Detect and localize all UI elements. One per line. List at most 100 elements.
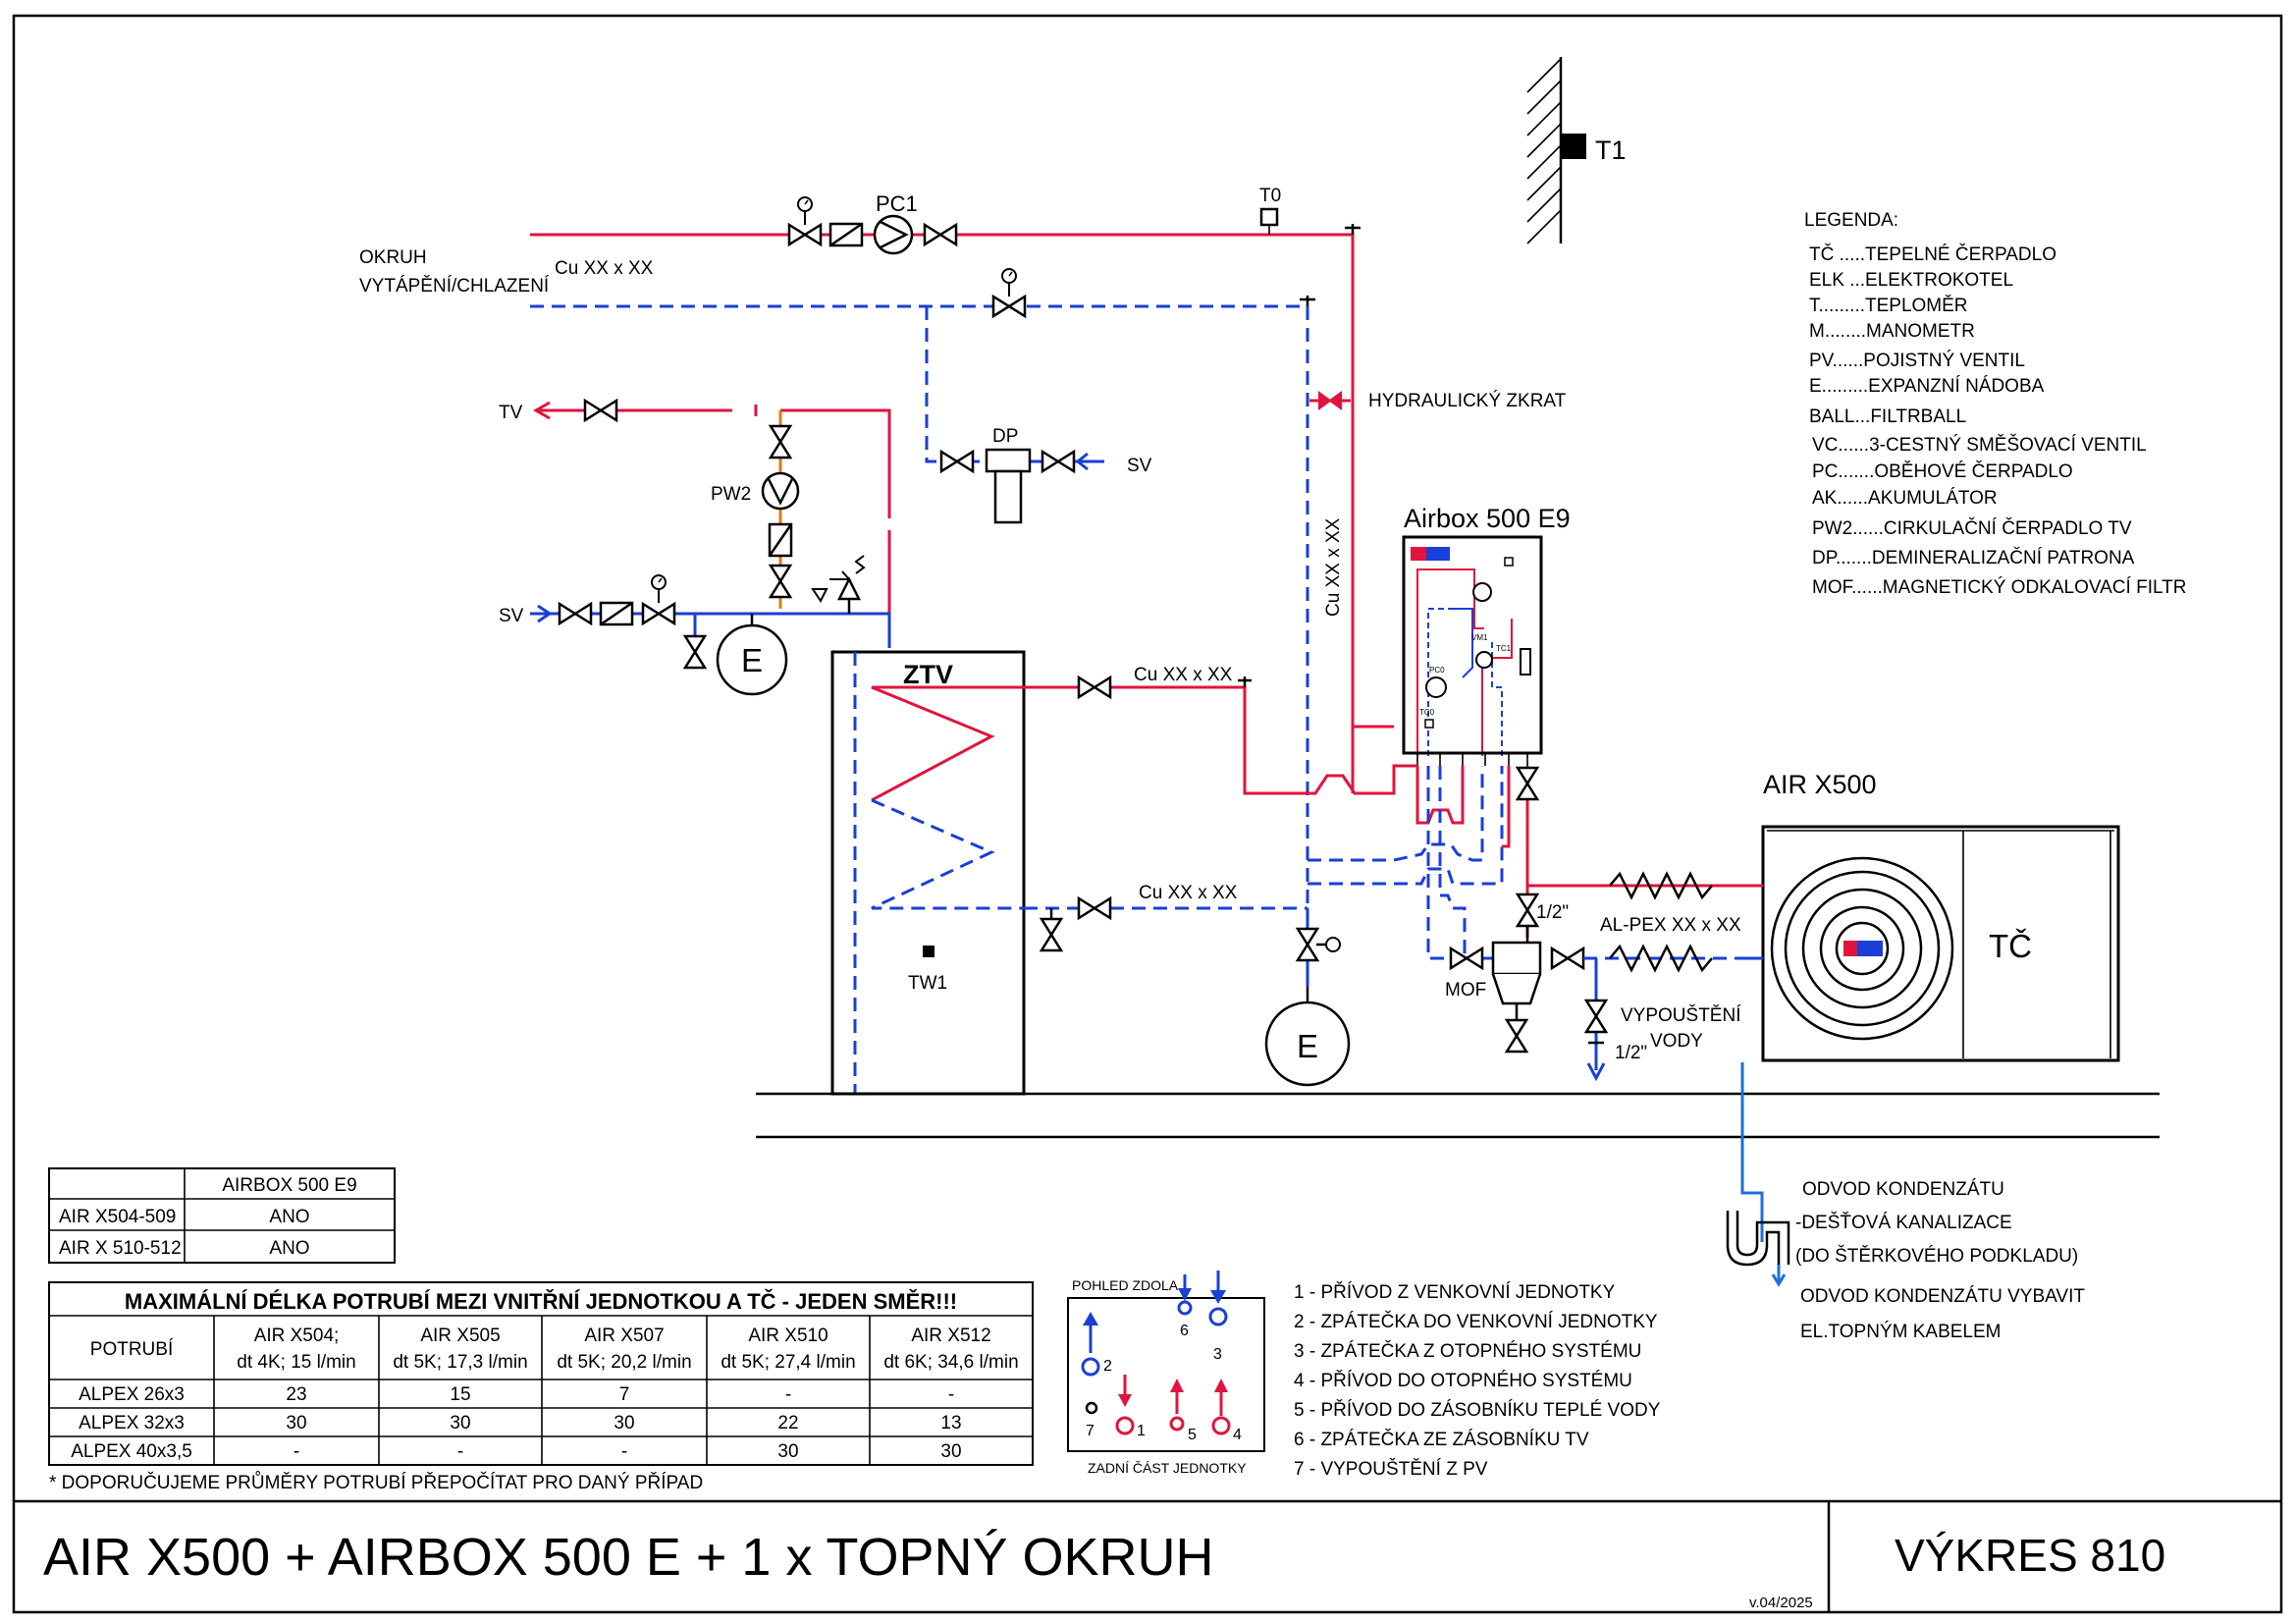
condensate-pipe — [1740, 1062, 1764, 1242]
label-cu-ztv-cold: Cu XX x XX — [1139, 883, 1238, 903]
expansion-tank-left-icon — [716, 623, 788, 696]
airbox-feed-pipe — [1298, 764, 1417, 795]
pipe-col-model: AIR X507 — [584, 1325, 664, 1346]
label-e-left: E — [741, 642, 763, 678]
condensate-text-3: (DO ŠTĚRKOVÉHO PODKLADU) — [1795, 1245, 2078, 1267]
connection-number: 4 — [1233, 1427, 1242, 1443]
connection-number: 6 — [1180, 1323, 1189, 1339]
airbox-to-hp-supply — [1525, 766, 1747, 888]
airbox-internal-hot — [1416, 568, 1484, 756]
pipe-cell: 23 — [286, 1384, 306, 1405]
tank-coil-cold — [871, 798, 1024, 910]
label-t0: T0 — [1259, 186, 1281, 206]
label-pc0: PC0 — [1429, 666, 1445, 675]
label-cu-vertical: Cu XX x XX — [1323, 517, 1344, 617]
compat-row-label: AIR X 510-512 — [59, 1238, 182, 1259]
legend-item: T.........TEPLOMĚR — [1809, 295, 1968, 316]
label-dp: DP — [992, 426, 1018, 447]
label-half-inch-1: 1/2" — [1536, 902, 1569, 923]
label-tv: TV — [499, 403, 523, 423]
sensor-tw1 — [923, 946, 934, 957]
pipe-cell: 13 — [940, 1413, 961, 1434]
outdoor-sensor-t1 — [1561, 134, 1586, 159]
pipe-col-sub: dt 5K; 27,4 l/min — [721, 1352, 855, 1373]
pipe-cell: - — [785, 1384, 791, 1405]
pipe-cell: - — [948, 1384, 954, 1405]
pipe-row-name: ALPEX 32x3 — [79, 1413, 185, 1434]
connection-list: 1 - PŘÍVOD Z VENKOVNÍ JEDNOTKY 2 - ZPÁTE… — [1294, 1281, 1661, 1480]
legend-item: DP.......DEMINERALIZAČNÍ PATRONA — [1812, 547, 2135, 568]
compat-header: AIRBOX 500 E9 — [222, 1175, 356, 1196]
legend: LEGENDA: TČ .....TEPELNÉ ČERPADLO ELK ..… — [1804, 210, 2186, 598]
pipe-col-model: AIR X505 — [420, 1325, 500, 1346]
flex-hose-return — [1609, 944, 1713, 973]
legend-title: LEGENDA: — [1804, 210, 1898, 231]
tank-coil-hot — [871, 685, 1024, 802]
airbox-pump-pc0-icon — [1425, 676, 1447, 698]
legend-item: TČ .....TEPELNÉ ČERPADLO — [1809, 243, 2056, 265]
legend-item: AK......AKUMULÁTOR — [1812, 488, 1998, 509]
pipe-cell: 22 — [777, 1413, 798, 1434]
connection-number: 1 — [1137, 1423, 1146, 1439]
pump-pw2-icon — [761, 471, 800, 511]
connection-number: 7 — [1086, 1423, 1095, 1439]
label-hydraulicky-zkrat: HYDRAULICKÝ ZKRAT — [1368, 391, 1567, 411]
airbox-valve-vm1-icon — [1475, 651, 1493, 669]
pipe-col-model: AIR X510 — [748, 1325, 828, 1346]
drawing-number: VÝKRES 810 — [1895, 1530, 2165, 1581]
legend-item: MOF......MAGNETICKÝ ODKALOVACÍ FILTR — [1812, 577, 2186, 598]
connection-view: POHLED ZDOLA ZADNÍ ČÁST JEDNOTKY 2 6 3 7… — [1067, 1271, 1265, 1476]
pipe-cell: 30 — [777, 1441, 798, 1462]
pipe-col-sub: dt 6K; 34,6 l/min — [883, 1352, 1018, 1373]
airbox-return-pipe — [1308, 766, 1484, 862]
pipe-cell: 30 — [286, 1413, 306, 1434]
connection-item: 3 - ZPÁTEČKA Z OTOPNÉHO SYSTÉMU — [1294, 1340, 1641, 1362]
condensate-text-2: -DEŠŤOVÁ KANALIZACE — [1795, 1212, 2012, 1233]
pipe-length-table: MAXIMÁLNÍ DÉLKA POTRUBÍ MEZI VNITŘNÍ JED… — [48, 1281, 1034, 1466]
demineralization-cartridge — [985, 448, 1032, 473]
connection-number: 5 — [1188, 1427, 1197, 1443]
legend-item: PC.......OBĚHOVÉ ČERPADLO — [1812, 460, 2073, 482]
pipe-cell: - — [457, 1441, 463, 1462]
connection-item: 4 - PŘÍVOD DO OTOPNÉHO SYSTÉMU — [1294, 1370, 1632, 1391]
heat-pump-fan-icon — [1770, 856, 1954, 1041]
heating-supply-valves — [787, 196, 958, 255]
label-t1: T1 — [1595, 135, 1627, 165]
connection-back-label: ZADNÍ ČÁST JEDNOTKY — [1088, 1460, 1247, 1476]
label-pw2: PW2 — [711, 484, 751, 505]
legend-item: PV......POJISTNÝ VENTIL — [1809, 351, 2025, 371]
label-tc1: TC1 — [1496, 644, 1512, 653]
label-pc1: PC1 — [876, 191, 918, 216]
dp-branch-pipe — [925, 306, 1095, 463]
airbox-mof-pipe — [1426, 766, 1465, 960]
label-alpex: AL-PEX XX x XX — [1600, 915, 1741, 936]
pipe-col-sub: dt 5K; 17,3 l/min — [393, 1352, 527, 1373]
connection-view-label: POHLED ZDOLA — [1072, 1277, 1179, 1293]
pipe-cell: - — [294, 1441, 299, 1462]
label-tc0: TC0 — [1419, 708, 1435, 717]
connection-item: 6 - ZPÁTEČKA ZE ZÁSOBNÍKU TV — [1294, 1429, 1589, 1450]
legend-item: ELK ...ELEKTROKOTEL — [1809, 270, 2013, 291]
label-tc: TČ — [1989, 928, 2032, 964]
label-vypousteni-2: VODY — [1650, 1031, 1703, 1052]
label-okruh: OKRUH — [359, 247, 427, 268]
label-ztv: ZTV — [903, 660, 953, 689]
safety-valve-icon — [836, 576, 862, 601]
label-mof: MOF — [1445, 980, 1486, 1001]
legend-item: E.........EXPANZNÍ NÁDOBA — [1809, 376, 2045, 397]
connection-item: 1 - PŘÍVOD Z VENKOVNÍ JEDNOTKY — [1294, 1281, 1616, 1303]
pipe-row-name: ALPEX 26x3 — [79, 1384, 185, 1405]
legend-item: M........MANOMETR — [1809, 321, 1975, 342]
pipe-col-sub: dt 4K; 15 l/min — [237, 1352, 355, 1373]
label-sv-top: SV — [1127, 456, 1152, 476]
compat-row-label: AIR X504-509 — [59, 1207, 176, 1227]
pipe-col-model: AIR X504; — [254, 1325, 340, 1346]
pipe-cell: 7 — [619, 1384, 630, 1405]
pipe-cell: 30 — [614, 1413, 634, 1434]
condensate-text-5: EL.TOPNÝM KABELEM — [1800, 1322, 2002, 1342]
label-airbox: Airbox 500 E9 — [1404, 504, 1571, 533]
legend-item: PW2......CIRKULAČNÍ ČERPADLO TV — [1812, 517, 2132, 539]
sensor-t0 — [1259, 207, 1279, 227]
legend-item: VC......3-CESTNÝ SMĚŠOVACÍ VENTIL — [1812, 434, 2147, 456]
